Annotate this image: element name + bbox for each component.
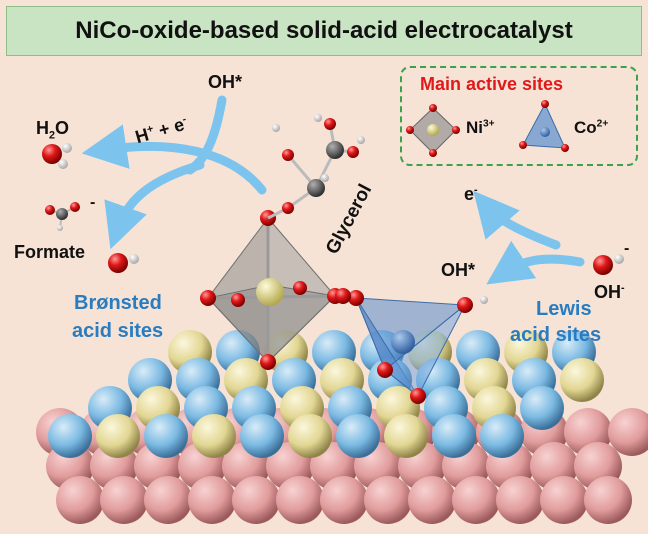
arrow-to-water (81, 124, 267, 195)
arrow-to-formate (104, 160, 205, 250)
formate-hydroxide (108, 253, 139, 273)
formate-molecule (45, 202, 80, 231)
hydroxide-charge-label: - (624, 240, 630, 257)
lewis-label-line1: Lewis (536, 298, 592, 320)
formate-charge-label: - (90, 194, 96, 211)
substrate-sphere-co (520, 386, 564, 430)
substrate-sphere-pink (452, 476, 500, 524)
legend-ni-octahedron-icon (406, 104, 460, 157)
substrate-sphere-pink (276, 476, 324, 524)
ohstar-top-label: OH* (208, 72, 243, 92)
substrate-sphere-co (240, 414, 284, 458)
substrate-sphere-co (480, 414, 524, 458)
arrow-to-electron (473, 190, 561, 250)
substrate-sphere-pink (144, 476, 192, 524)
formate-label: Formate (14, 242, 86, 262)
substrate-sphere-ni (96, 414, 140, 458)
bronsted-label-line1: Brønsted (74, 292, 162, 314)
substrate-top-layer (48, 330, 604, 458)
substrate-sphere-pink (188, 476, 236, 524)
substrate-sphere-co (144, 414, 188, 458)
substrate-sphere-ni (384, 414, 428, 458)
diagram-title: NiCo-oxide-based solid-acid electrocatal… (75, 17, 573, 44)
ni-center-atom (256, 278, 284, 306)
legend-box (400, 66, 638, 166)
co-center-atom (391, 330, 415, 354)
co-tetrahedron (335, 288, 488, 404)
substrate-sphere-ni (192, 414, 236, 458)
water-molecule (42, 143, 72, 169)
arrow-to-ohstar-right (486, 240, 585, 285)
reaction-arrows (81, 95, 585, 285)
substrate-sphere-co (336, 414, 380, 458)
h2o-label: H2O (36, 118, 70, 142)
substrate-sphere-pink (608, 408, 648, 456)
free-hydroxide (593, 254, 624, 275)
legend-heading: Main active sites (420, 74, 564, 94)
substrate-sphere-pink (56, 476, 104, 524)
ohstar-right-label: OH* (441, 260, 476, 280)
substrate-sphere-pink (540, 476, 588, 524)
substrate-sphere-ni (560, 358, 604, 402)
glycerol-molecule (267, 114, 365, 220)
substrate-sphere-pink (496, 476, 544, 524)
legend-co-label: Co2+ (574, 118, 609, 137)
lewis-label-line2: acid sites (510, 324, 602, 346)
electron-label: e- (464, 184, 478, 204)
title-banner: NiCo-oxide-based solid-acid electrocatal… (6, 6, 642, 56)
substrate-sphere-pink (364, 476, 412, 524)
legend-co-tetrahedron-icon (519, 100, 569, 152)
substrate-sphere-pink (584, 476, 632, 524)
substrate-sphere-pink (320, 476, 368, 524)
hydroxide-label: OH- (594, 282, 625, 302)
substrate-sphere-co (48, 414, 92, 458)
substrate-sphere-pink (408, 476, 456, 524)
legend-ni-label: Ni3+ (466, 118, 495, 137)
substrate-sphere-pink (100, 476, 148, 524)
substrate-sphere-co (432, 414, 476, 458)
bronsted-label-line2: acid sites (72, 320, 164, 342)
substrate-sphere-pink (232, 476, 280, 524)
substrate-sphere-ni (288, 414, 332, 458)
